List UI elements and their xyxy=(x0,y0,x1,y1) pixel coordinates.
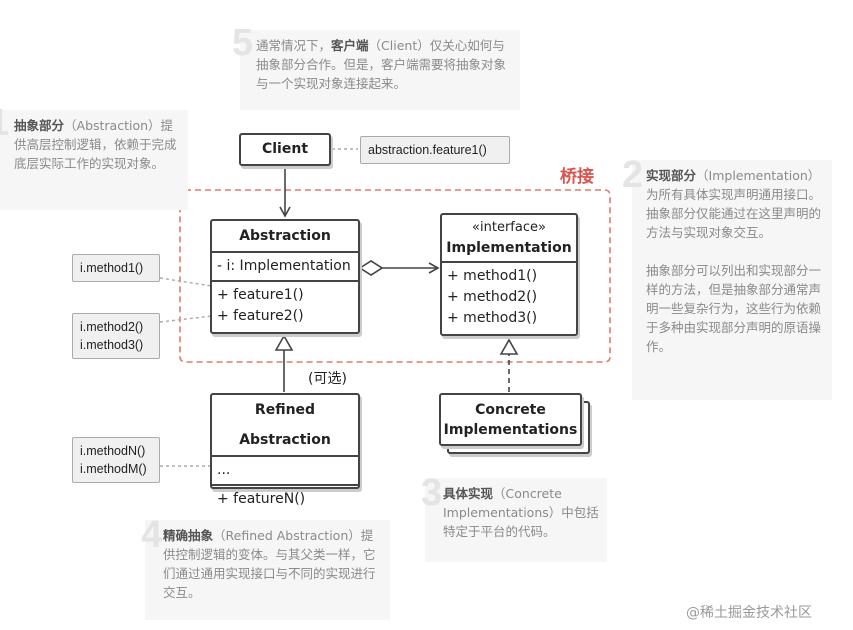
method1-callout: i.method1() xyxy=(72,254,160,282)
note-concrete-text: 具体实现（Concrete Implementations）中包括特定于平台的代… xyxy=(443,486,599,539)
optional-label: (可选) xyxy=(308,371,347,387)
note-number: 5 xyxy=(232,22,254,64)
abstraction-method: + feature2() xyxy=(217,308,304,324)
note-implementation-text: 实现部分（Implementation）为所有具体实现声明通用接口。抽象部分仅能… xyxy=(646,168,822,240)
realization-triangle xyxy=(499,338,519,355)
note-number: 1 xyxy=(0,104,9,142)
method23-callout-link xyxy=(159,315,213,323)
concrete-implementations-box: Concrete Implementations xyxy=(439,393,582,446)
note-number: 2 xyxy=(622,154,644,196)
note-refined-text: 精确抽象（Refined Abstraction）提供控制逻辑的变体。与其父类一… xyxy=(163,528,376,600)
refined-abstraction-fields: ... xyxy=(212,455,358,484)
client-title: Client xyxy=(261,141,309,157)
note-abstraction-text: 抽象部分（Abstraction）提供高层控制逻辑，依赖于完成底层实际工作的实现… xyxy=(14,118,177,171)
note-refined: 4 精确抽象（Refined Abstraction）提供控制逻辑的变体。与其父… xyxy=(141,516,390,620)
abstraction-methods: + feature1() + feature2() xyxy=(212,280,358,330)
note-number: 4 xyxy=(141,514,163,556)
bridge-label: 桥接 xyxy=(560,167,594,187)
note-implementation: 2 实现部分（Implementation）为所有具体实现声明通用接口。抽象部分… xyxy=(622,156,832,400)
note-number: 3 xyxy=(421,472,443,514)
method2-text: i.method2() xyxy=(80,320,144,334)
implementation-method: + method3() xyxy=(447,310,538,326)
concrete-title-line2: Implementations xyxy=(443,422,578,438)
note-client-text: 通常情况下，客户端（Client）仅关心如何与抽象部分合作。但是，客户端需要将抽… xyxy=(256,38,507,91)
note-abstraction: 1 抽象部分（Abstraction）提供高层控制逻辑，依赖于完成底层实际工作的… xyxy=(0,104,188,210)
watermark: @稀土掘金技术社区 xyxy=(686,605,812,621)
refined-abstraction-methods: + featureN() xyxy=(212,484,358,513)
refined-abstraction-title: Refined Abstraction xyxy=(239,402,331,448)
abstraction-title: Abstraction xyxy=(239,228,331,244)
implementation-method: + method1() xyxy=(447,268,538,284)
method3-text: i.method3() xyxy=(80,338,144,352)
methodNM-callout: i.methodN() i.methodM() xyxy=(72,437,160,483)
implementation-box: «interface» Implementation + method1() +… xyxy=(440,213,578,336)
note-client: 5 通常情况下，客户端（Client）仅关心如何与抽象部分合作。但是，客户端需要… xyxy=(232,24,520,110)
implementation-method: + method2() xyxy=(447,289,538,305)
implementation-title: Implementation xyxy=(446,240,572,256)
abstraction-method: + feature1() xyxy=(217,287,304,303)
client-box: Client xyxy=(239,133,331,166)
implementation-methods: + method1() + method2() + method3() xyxy=(442,261,576,332)
note-implementation-text2: 抽象部分可以列出和实现部分一样的方法，但是抽象部分通常声明一些复杂行为，这些行为… xyxy=(646,263,822,354)
methodM-text: i.methodM() xyxy=(80,462,147,476)
refined-abstraction-box: Refined Abstraction ... + featureN() xyxy=(210,393,360,507)
implementation-stereotype: «interface» xyxy=(472,220,546,235)
refined-abstraction-method: + featureN() xyxy=(217,491,306,507)
method23-callout: i.method2() i.method3() xyxy=(72,313,160,359)
client-callout: abstraction.feature1() xyxy=(360,136,510,164)
bridge-frame xyxy=(179,189,611,363)
abstraction-fields: - i: Implementation xyxy=(212,251,358,280)
aggregation-diamond xyxy=(358,260,384,276)
note-concrete: 3 具体实现（Concrete Implementations）中包括特定于平台… xyxy=(421,474,607,562)
inheritance-triangle xyxy=(274,334,294,351)
abstraction-box: Abstraction - i: Implementation + featur… xyxy=(210,219,360,334)
methodN-text: i.methodN() xyxy=(80,444,146,458)
method1-callout-link xyxy=(159,277,239,291)
concrete-title-line1: Concrete xyxy=(475,402,546,418)
